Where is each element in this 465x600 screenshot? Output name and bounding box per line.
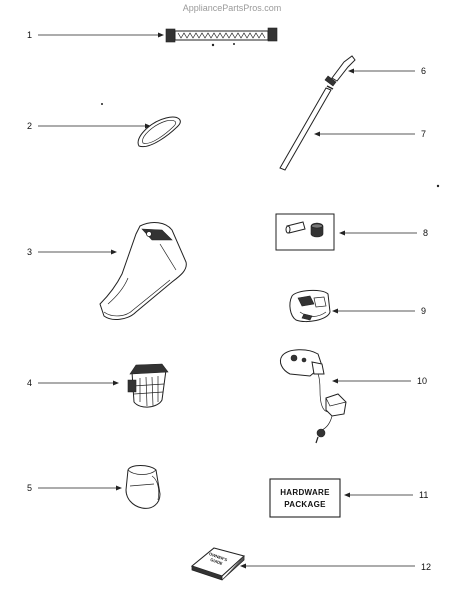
leader-arrow-7 xyxy=(314,131,320,137)
part-hose-cuff[interactable] xyxy=(324,55,356,87)
callout-number-1: 1 xyxy=(27,30,32,40)
part-attachment-tool[interactable] xyxy=(289,289,331,323)
leader-arrow-4 xyxy=(113,380,119,386)
callout-number-5: 5 xyxy=(27,483,32,493)
hardware-package-line2: PACKAGE xyxy=(284,500,326,509)
part-filter[interactable] xyxy=(127,363,169,408)
callout-number-12: 12 xyxy=(421,562,431,572)
callout-8[interactable]: 8 xyxy=(339,228,428,238)
part-wand[interactable] xyxy=(279,85,440,188)
callout-7[interactable]: 7 xyxy=(314,129,426,139)
part-hardware-package[interactable]: HARDWARE PACKAGE xyxy=(269,478,341,518)
leader-arrow-11 xyxy=(344,492,350,498)
hardware-package-box xyxy=(269,478,341,518)
callout-4[interactable]: 4 xyxy=(27,378,119,388)
owners-guide-line2: GUIDE xyxy=(210,557,224,566)
callout-10[interactable]: 10 xyxy=(332,376,427,386)
part-owners-guide[interactable]: OWNER'S GUIDE xyxy=(190,547,246,581)
callout-number-9: 9 xyxy=(421,306,426,316)
hardware-package-line1: HARDWARE xyxy=(280,488,330,497)
part-brushroll[interactable] xyxy=(165,27,278,47)
leader-arrow-1 xyxy=(158,32,164,38)
leader-arrow-9 xyxy=(332,308,338,314)
leader-arrow-2 xyxy=(145,123,151,129)
callout-12[interactable]: 12 xyxy=(240,562,431,572)
callout-2[interactable]: 2 xyxy=(27,121,151,131)
callout-3[interactable]: 3 xyxy=(27,247,117,257)
callout-number-7: 7 xyxy=(421,129,426,139)
part-charger[interactable] xyxy=(279,349,347,444)
callout-5[interactable]: 5 xyxy=(27,483,122,493)
callout-number-2: 2 xyxy=(27,121,32,131)
part-belt[interactable] xyxy=(101,103,181,148)
callout-1[interactable]: 1 xyxy=(27,30,164,40)
leader-arrow-12 xyxy=(240,563,246,569)
part-dust-cup[interactable] xyxy=(99,222,187,320)
leader-arrow-5 xyxy=(116,485,122,491)
leader-arrow-10 xyxy=(332,378,338,384)
part-screws-and-plug[interactable] xyxy=(275,213,335,251)
callout-9[interactable]: 9 xyxy=(332,306,426,316)
callout-number-6: 6 xyxy=(421,66,426,76)
callout-6[interactable]: 6 xyxy=(348,66,426,76)
callout-11[interactable]: 11 xyxy=(344,490,428,500)
callout-number-4: 4 xyxy=(27,378,32,388)
callout-number-3: 3 xyxy=(27,247,32,257)
callout-number-11: 11 xyxy=(419,490,428,500)
callout-number-8: 8 xyxy=(423,228,428,238)
callout-number-10: 10 xyxy=(417,376,427,386)
owners-guide-line1: OWNER'S xyxy=(208,551,228,562)
watermark-text: AppliancePartsPros.com xyxy=(183,3,282,13)
leader-arrow-8 xyxy=(339,230,345,236)
leader-arrow-6 xyxy=(348,68,354,74)
leader-arrow-3 xyxy=(111,249,117,255)
part-filter-housing[interactable] xyxy=(125,465,161,509)
